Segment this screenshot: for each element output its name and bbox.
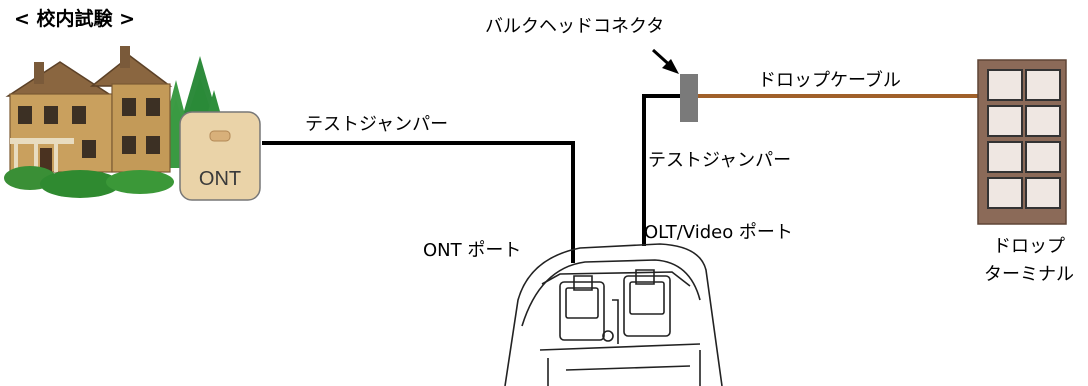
drop-terminal-icon bbox=[977, 59, 1067, 225]
bulkhead-connector-icon bbox=[680, 74, 698, 122]
arrow-icon bbox=[651, 48, 679, 74]
page-title: < 校内試験 > bbox=[14, 8, 136, 30]
house-icon bbox=[4, 46, 174, 198]
ont-device-label: ONT bbox=[198, 168, 242, 190]
test-jumper-olt-label: テストジャンパー bbox=[648, 150, 792, 171]
test-jumper-ont-line bbox=[262, 141, 575, 263]
test-jumper-ont-label: テストジャンパー bbox=[305, 114, 449, 135]
test-device-icon bbox=[504, 243, 723, 386]
drop-terminal-label-line2: ターミナル bbox=[984, 264, 1074, 285]
test-jumper-olt-line bbox=[642, 94, 680, 246]
ont-port-label: ONT ポート bbox=[423, 240, 522, 261]
drop-cable-label: ドロップケーブル bbox=[758, 70, 901, 91]
drop-terminal-label-line1: ドロップ bbox=[993, 236, 1065, 257]
ont-device-icon bbox=[179, 111, 261, 201]
bulkhead-connector-label: バルクヘッドコネクタ bbox=[485, 16, 665, 37]
olt-video-port-label: OLT/Video ポート bbox=[644, 222, 793, 243]
